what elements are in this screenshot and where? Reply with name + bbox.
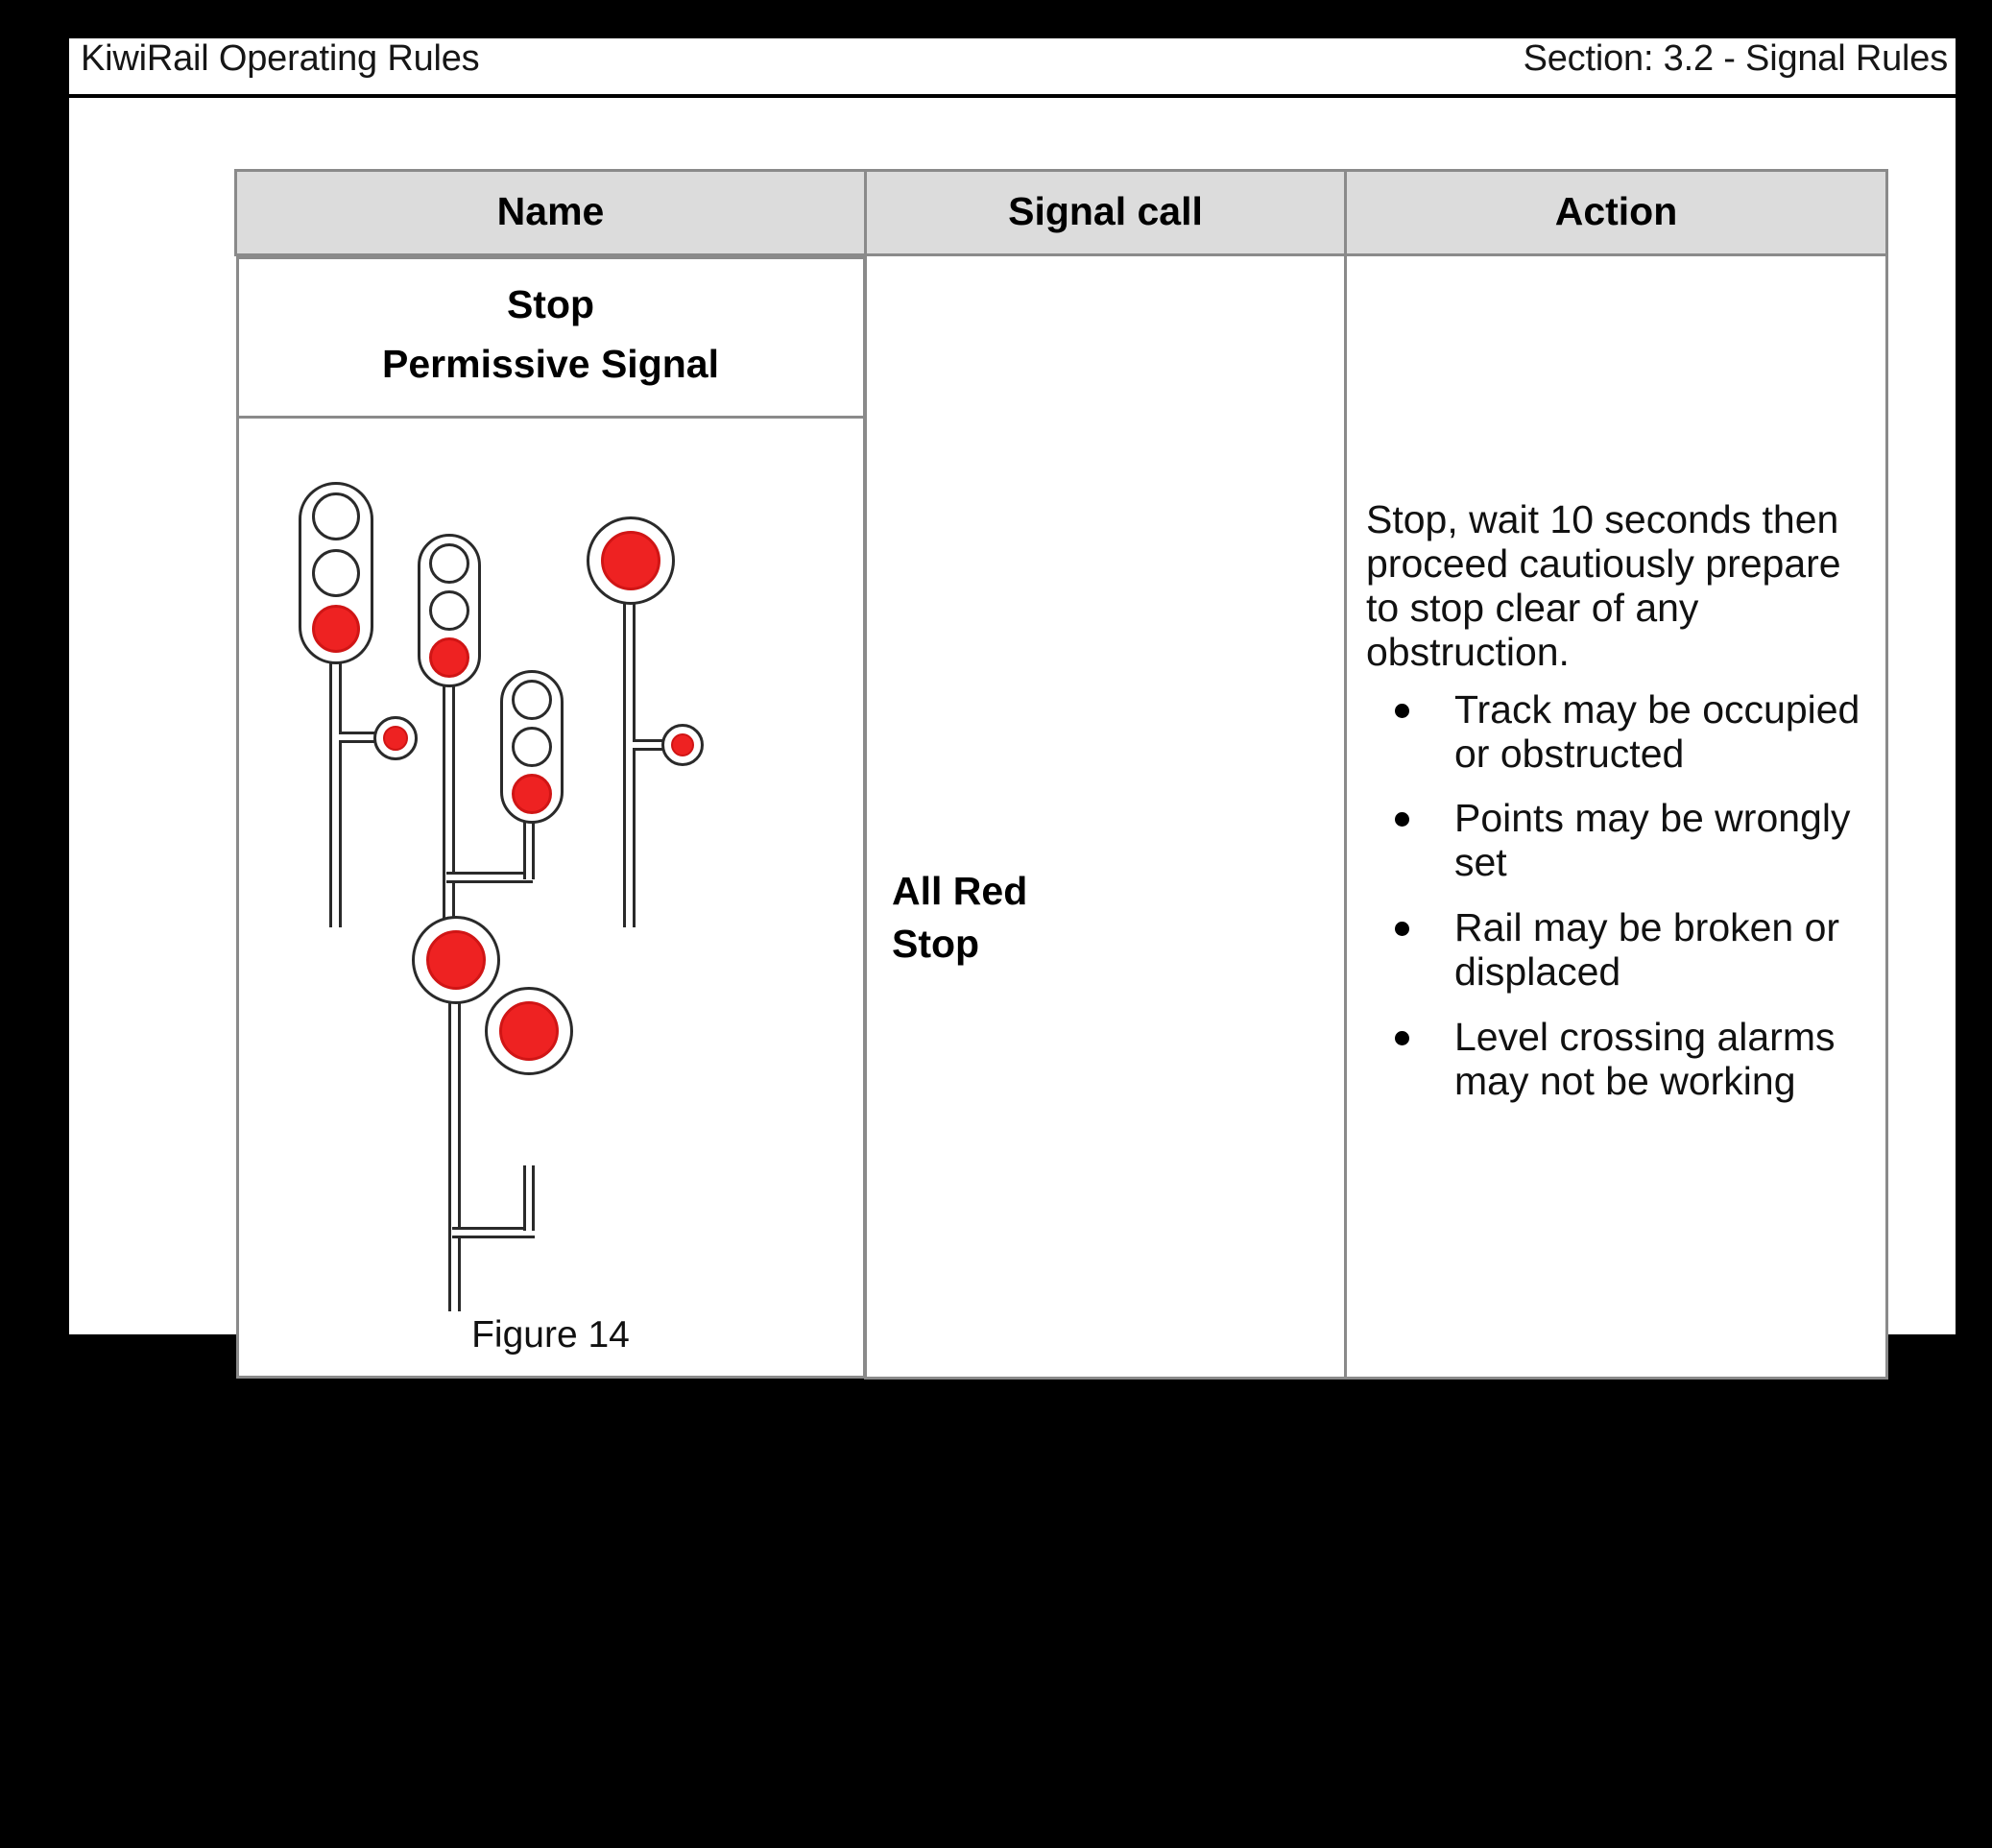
signal-lamp-bottom-red xyxy=(311,605,360,654)
signal-mast xyxy=(622,590,636,927)
action-bullet-item: Track may be occupied or obstructed xyxy=(1395,686,1870,777)
signal-rules-table: Name Signal call Action Stop Permissive … xyxy=(234,169,1888,1380)
document-running-header: KiwiRail Operating Rules Section: 3.2 - … xyxy=(69,38,1956,98)
signal-lamp-middle-off xyxy=(311,548,360,597)
document-section-label: Section: 3.2 - Signal Rules xyxy=(1523,38,1949,79)
signal-rules-table-wrapper: Name Signal call Action Stop Permissive … xyxy=(234,169,1888,1380)
signal-name-line-1: Stop xyxy=(506,282,595,326)
figure-caption: Figure 14 xyxy=(471,1313,630,1356)
signal-lamp-red xyxy=(600,530,660,590)
signal-figure-cell: Figure 14 xyxy=(235,415,866,1379)
column-header-name: Name xyxy=(234,169,867,256)
signal-lamp-middle-off xyxy=(428,589,469,631)
signal-lamp-bottom-red xyxy=(428,636,469,678)
signal-bracket-drop xyxy=(522,1164,535,1231)
signal-lamp-lower-red xyxy=(498,1000,559,1061)
action-bullet-text: Track may be occupied or obstructed xyxy=(1454,686,1860,776)
action-bullet-item: Rail may be broken or displaced xyxy=(1395,905,1870,995)
column-header-signal-call: Signal call xyxy=(864,169,1347,256)
signal-head-three-aspect xyxy=(417,533,481,687)
shunt-lamp-red xyxy=(382,725,408,751)
signal-lamp-top-off xyxy=(311,492,360,541)
action-bullet-text: Rail may be broken or displaced xyxy=(1454,905,1840,995)
shunt-light-housing xyxy=(660,723,704,766)
signal-lamp-upper-red xyxy=(425,929,486,990)
signal-call-text: All Red Stop xyxy=(892,865,1027,972)
signal-head-disc xyxy=(586,516,675,605)
action-bullet-item: Points may be wrongly set xyxy=(1395,797,1870,885)
action-intro-text: Stop, wait 10 seconds then proceed cauti… xyxy=(1366,497,1841,674)
action-bullet-item: Level crossing alarms may not be working xyxy=(1395,1015,1870,1104)
signal-head-disc-upper xyxy=(411,915,500,1004)
signal-call-line-2: Stop xyxy=(892,922,980,967)
signal-mast xyxy=(447,994,461,1311)
signal-lamp-bottom-red xyxy=(511,773,552,814)
column-header-action: Action xyxy=(1344,169,1888,256)
signal-mast xyxy=(328,610,342,927)
signal-lamp-top-off xyxy=(428,542,469,584)
signal-head-three-aspect xyxy=(298,481,373,664)
document-title: KiwiRail Operating Rules xyxy=(81,38,480,79)
signal-diagram xyxy=(239,419,863,1311)
action-bullet-text: Level crossing alarms may not be working xyxy=(1454,1015,1836,1103)
table-row: Stop Permissive Signal xyxy=(235,252,1888,1380)
signal-bracket-drop xyxy=(522,819,535,879)
signal-name-cell: Stop Permissive Signal xyxy=(235,256,866,419)
table-header-row: Name Signal call Action xyxy=(234,169,1888,256)
shunt-light-housing xyxy=(372,715,418,760)
signal-lamp-middle-off xyxy=(511,726,552,767)
bullet-dot-icon xyxy=(1395,703,1409,718)
signal-call-line-1: All Red xyxy=(892,869,1028,913)
action-cell: Stop, wait 10 seconds then proceed cauti… xyxy=(1344,252,1888,1380)
signal-bracket-arm xyxy=(445,871,533,883)
signal-head-three-aspect xyxy=(499,669,564,824)
bullet-dot-icon xyxy=(1395,1031,1409,1046)
signal-head-disc-lower xyxy=(484,986,573,1075)
signal-mast xyxy=(442,648,455,927)
document-page: KiwiRail Operating Rules Section: 3.2 - … xyxy=(69,38,1956,1380)
shunt-bracket-arm xyxy=(632,738,665,751)
signal-call-cell: All Red Stop xyxy=(864,252,1347,1380)
action-content: Stop, wait 10 seconds then proceed cauti… xyxy=(1366,497,1870,1125)
action-bullet-list: Track may be occupied or obstructed Poin… xyxy=(1366,686,1870,1104)
action-bullet-text: Points may be wrongly set xyxy=(1454,796,1851,885)
signal-bracket-arm xyxy=(451,1226,535,1238)
bullet-dot-icon xyxy=(1395,812,1409,828)
shunt-bracket-arm xyxy=(338,731,377,743)
bullet-dot-icon xyxy=(1395,922,1409,937)
shunt-lamp-red xyxy=(670,732,694,756)
signal-lamp-top-off xyxy=(511,679,552,720)
name-column-cell: Stop Permissive Signal xyxy=(235,255,866,1379)
signal-name-line-2: Permissive Signal xyxy=(382,342,719,387)
